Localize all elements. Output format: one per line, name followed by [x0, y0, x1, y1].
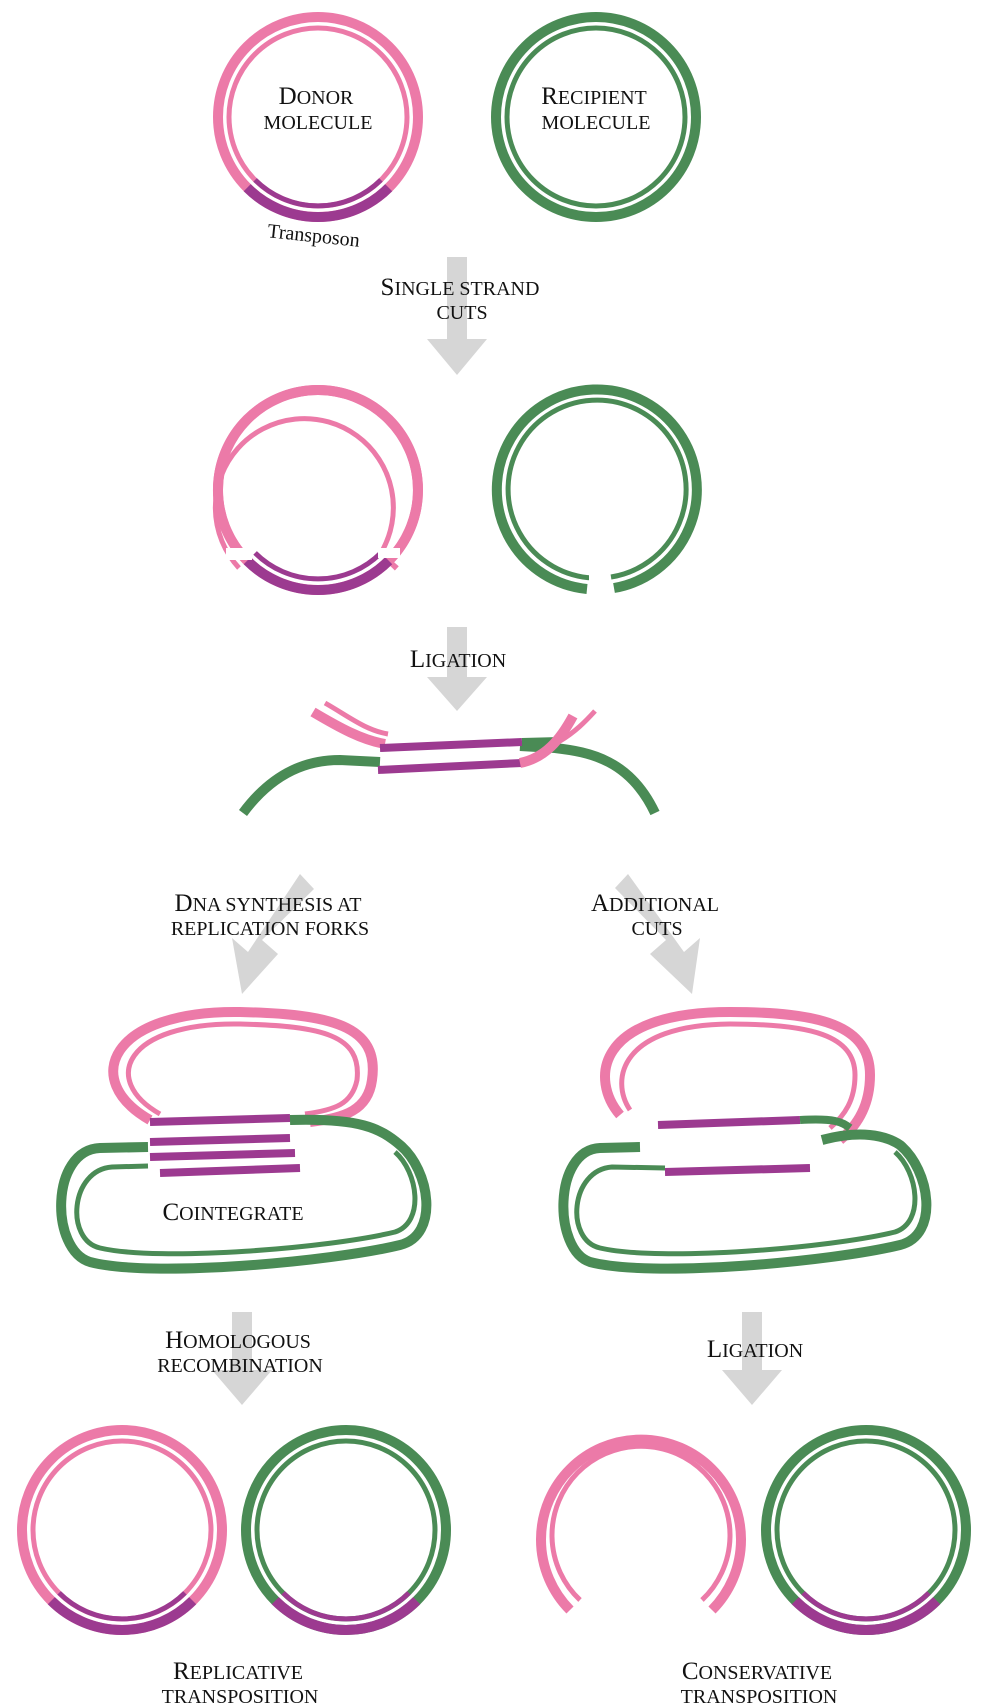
homologous-recombination-label: HOMOLOGOUS RECOMBINATION [157, 1327, 323, 1377]
replicative-transposition-label: REPLICATIVE TRANSPOSITION [162, 1658, 319, 1705]
ligation-1-label: LIGATION [410, 646, 506, 673]
ligation-structure [243, 703, 655, 813]
arrows [212, 257, 782, 1405]
dna-synthesis-label: DNA SYNTHESIS AT REPLICATION FORKS [171, 890, 369, 940]
recipient-molecule-label: RECIPIENT MOLECULE [541, 83, 651, 134]
ligation-2-label: LIGATION [707, 1336, 803, 1363]
conservative-donor [541, 1440, 741, 1610]
additional-cuts-label: ADDITIONAL CUTS [591, 890, 723, 940]
conservative-recipient [766, 1430, 966, 1630]
recipient-molecule-cut [497, 389, 697, 597]
replicative-recipient [246, 1430, 446, 1630]
conservative-transposition-label: CONSERVATIVE TRANSPOSITION [681, 1658, 838, 1705]
single-strand-cuts-label: SINGLE STRAND CUTS [381, 274, 544, 324]
donor-molecule-label: DONOR MOLECULE [264, 83, 373, 134]
replicative-donor [22, 1430, 222, 1630]
additional-cuts-structure [563, 1012, 926, 1269]
cointegrate-structure [61, 1012, 426, 1269]
cointegrate-label: COINTEGRATE [162, 1199, 303, 1226]
donor-molecule-cut [215, 390, 418, 590]
transposon-label: Transposon [266, 220, 360, 252]
